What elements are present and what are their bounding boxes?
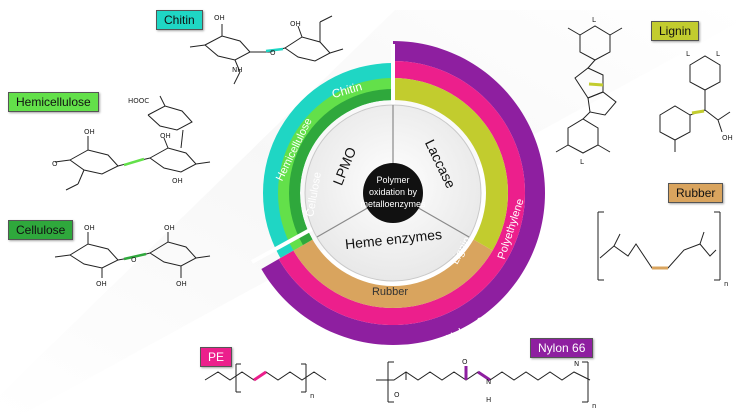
lignin-structure-1 [555, 25, 623, 154]
center-circle [363, 163, 423, 223]
enzyme-wheel: Polymer oxidation by metalloenzymes LPMO… [251, 41, 545, 346]
disc-divider-right [414, 205, 470, 238]
atom-oh-hemi-1: OH [84, 128, 95, 136]
pe-structure [204, 363, 327, 393]
hemicellulose-structure [54, 95, 211, 191]
label-rubber: Rubber [668, 183, 724, 203]
atom-oh-hemi-2: OH [160, 132, 171, 140]
ring-hemicellulose [277, 78, 393, 251]
atom-oh-cell-1: OH [84, 224, 95, 232]
label-hemicellulose: Hemicellulose [8, 92, 99, 112]
cellulose-structure [54, 232, 211, 278]
lignin-structure-2 [659, 55, 731, 152]
label-cellulose: Cellulose [8, 220, 74, 240]
subscript-nylon: n [592, 402, 596, 410]
label-lignin: Lignin [651, 21, 700, 41]
atom-oh-lignin: OH [722, 134, 733, 142]
atom-l-lignin-4: L [716, 50, 720, 58]
atom-oh-cell-2: OH [164, 224, 175, 232]
subscript-pe: n [310, 392, 314, 400]
center-text-line3: metalloenzymes [360, 199, 426, 209]
atom-l-lignin-2: L [580, 158, 584, 166]
atom-o-hemi: O [52, 160, 58, 168]
atom-oh-chitin-1: OH [214, 14, 225, 22]
atom-h-nylon: H [486, 396, 491, 404]
ring-cellulose [289, 89, 393, 245]
ring-rubber [293, 239, 493, 308]
ring-label-rubber: Rubber [372, 286, 408, 298]
atom-o-nylon: O [394, 391, 400, 399]
label-nylon66: Nylon 66 [530, 338, 594, 358]
atom-oh-hemi-3: OH [172, 177, 183, 185]
label-pe: PE [200, 347, 233, 367]
subscript-rubber: n [724, 280, 728, 288]
atom-o-cell: O [131, 256, 137, 264]
nylon66-structure [376, 361, 591, 403]
atom-cooh: HOOC [128, 97, 149, 105]
atom-o-nylon-2: O [462, 358, 468, 366]
atom-labels: OH O NH OH HOOC OH OH OH O OH OH OH OH O… [52, 14, 733, 410]
chitin-structure [189, 15, 344, 85]
atom-l-lignin-3: L [686, 50, 690, 58]
atom-n-nylon-2: N [574, 360, 579, 368]
label-chitin: Chitin [156, 10, 203, 30]
ring-lignin [393, 78, 508, 251]
atom-oh-cell-3: OH [96, 280, 107, 288]
atom-nh-chitin: NH [232, 66, 243, 74]
atom-oh-cell-4: OH [176, 280, 187, 288]
atom-o-chitin: O [270, 49, 276, 57]
atom-l-lignin-1: L [592, 16, 596, 24]
disc-divider-left [316, 205, 372, 238]
rubber-structure [597, 211, 721, 281]
center-text-line2: oxidation by [369, 187, 418, 197]
atom-n-nylon: N [486, 378, 491, 386]
center-text-line1: Polymer [376, 175, 409, 185]
atom-oh-chitin-2: OH [290, 20, 301, 28]
